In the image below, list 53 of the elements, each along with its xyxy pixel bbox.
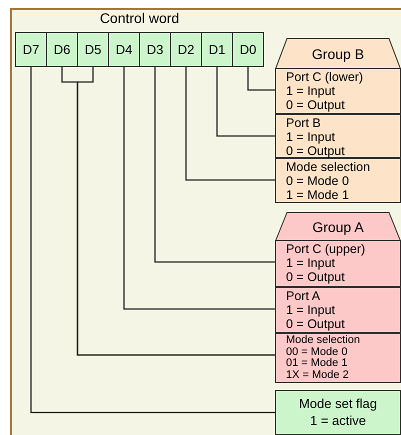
bit-field-box — [275, 240, 401, 287]
field-heading: Port C (lower) — [286, 70, 364, 84]
flag-box — [275, 390, 401, 435]
bit-label: D1 — [208, 42, 226, 57]
field-heading: Port B — [286, 116, 322, 130]
field-heading: Mode selection — [286, 335, 361, 346]
field-value: 0 = Output — [286, 98, 346, 112]
control-word-heading: Control word — [100, 10, 180, 26]
field-value: 0 = Mode 0 — [286, 174, 350, 188]
bit-field-box — [275, 333, 401, 383]
bit-label: D5 — [84, 42, 102, 57]
group-title: Group A — [312, 218, 364, 234]
bit-label: D7 — [22, 42, 40, 57]
bit-label: D6 — [54, 42, 70, 57]
field-heading: Port A — [286, 289, 322, 303]
field-heading: Port C (upper) — [286, 242, 366, 256]
field-value: 1 = Input — [286, 84, 336, 98]
bit-field-box — [275, 158, 401, 203]
field-value: 0 = Output — [286, 144, 346, 158]
flag-heading: Mode set flag — [298, 395, 378, 412]
field-heading: Mode selection — [286, 160, 372, 174]
leader-line — [185, 67, 275, 181]
field-value: 1 = Input — [286, 130, 336, 144]
group-title: Group B — [312, 46, 364, 62]
leader-line — [123, 67, 275, 310]
bit-label: D3 — [146, 42, 164, 57]
field-value: 1 = Input — [286, 303, 336, 317]
bit-cell — [46, 32, 78, 67]
bit-cell — [77, 32, 109, 67]
leader-line — [30, 67, 275, 414]
field-value: 0 = Output — [286, 317, 346, 331]
bit-label: D2 — [178, 42, 194, 57]
field-value: 01 = Mode 1 — [286, 358, 348, 370]
field-value: 1 = Mode 1 — [286, 188, 350, 202]
bit-label: D0 — [240, 42, 256, 57]
field-value: 00 = Mode 0 — [286, 346, 348, 358]
bit-cell — [108, 32, 140, 67]
bit-cell — [170, 32, 202, 67]
field-value: 1 = Input — [286, 256, 336, 270]
bit-field-box — [275, 287, 401, 333]
bit-cell — [139, 32, 171, 67]
leader-line — [154, 67, 275, 263]
bit-field-box — [275, 114, 401, 158]
leader-line — [247, 67, 275, 91]
flag-value: 1 = active — [308, 412, 367, 429]
bit-cell — [232, 32, 264, 67]
leader-line — [216, 67, 275, 137]
bit-cell — [15, 32, 47, 67]
bit-field-box — [275, 68, 401, 114]
field-value: 0 = Output — [286, 270, 346, 284]
bit-cell — [201, 32, 233, 67]
bit-label: D4 — [116, 42, 132, 57]
field-value: 1X = Mode 2 — [286, 370, 350, 381]
